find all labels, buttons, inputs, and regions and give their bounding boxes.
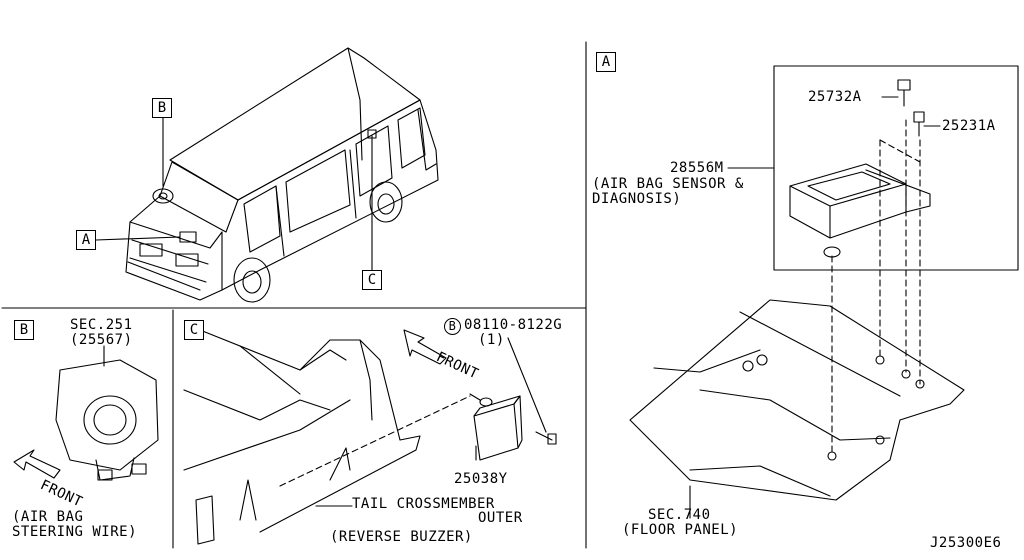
sec-740-label: SEC.740: [648, 507, 711, 523]
panel-b-tag: B: [14, 320, 34, 340]
van-illustration: [95, 47, 439, 303]
part-28556m-label: 28556M: [670, 160, 724, 176]
part-28556m-desc-1: (AIR BAG SENSOR &: [592, 176, 744, 192]
panel-c-linework: [183, 329, 557, 545]
bolt-part-label: 08110-8122G: [464, 317, 563, 333]
part-25732a-label: 25732A: [808, 89, 862, 105]
callout-a-main: A: [76, 230, 96, 250]
part-28556m-desc-2: DIAGNOSIS): [592, 191, 682, 207]
bolt-qty-label: (1): [478, 332, 505, 348]
part-25231a-label: 25231A: [942, 118, 996, 134]
callout-c-main: C: [362, 270, 382, 290]
part-25038y-label: 25038Y: [454, 471, 508, 487]
tail-crossmember-label: TAIL CROSSMEMBER: [352, 496, 495, 512]
callout-b-main: B: [152, 98, 172, 118]
panel-c-tag: C: [184, 320, 204, 340]
panel-a-linework: [629, 65, 1019, 519]
sec-251-part-label: (25567): [70, 332, 133, 348]
bolt-b-symbol: B: [444, 318, 461, 335]
panel-a-tag: A: [596, 52, 616, 72]
diagram-code: J25300E6: [930, 535, 1002, 551]
floor-panel-label: (FLOOR PANEL): [622, 522, 739, 538]
panel-b-linework: [13, 345, 159, 481]
steering-wire-label: STEERING WIRE): [12, 524, 138, 540]
sec-251-label: SEC.251: [70, 317, 133, 333]
outer-label: OUTER: [478, 510, 523, 526]
reverse-buzzer-label: (REVERSE BUZZER): [330, 529, 473, 545]
air-bag-label: (AIR BAG: [12, 509, 84, 525]
